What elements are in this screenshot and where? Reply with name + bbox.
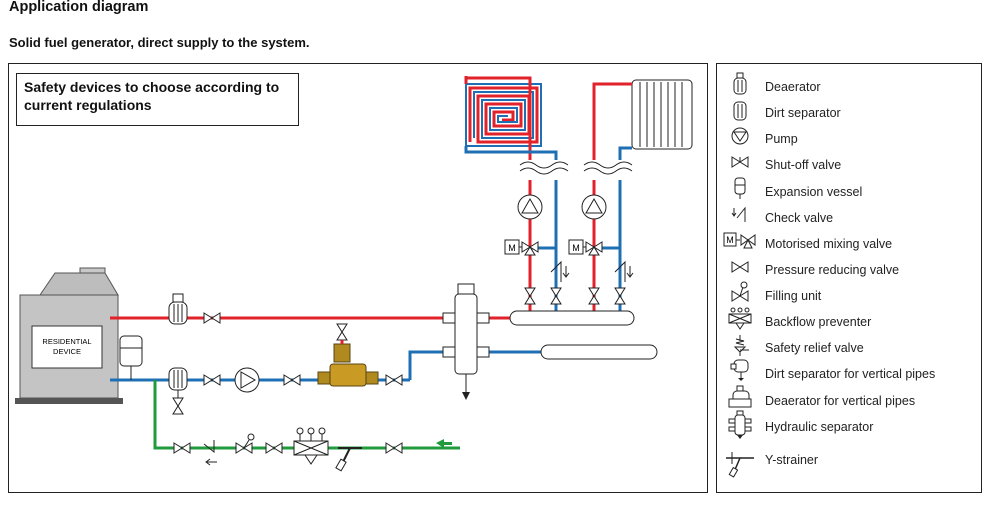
hydraulic-separator-icon: [728, 410, 752, 439]
check-valve-icon: [550, 260, 634, 282]
legend-label: Safety relief valve: [765, 341, 864, 355]
legend-label: Motorised mixing valve: [765, 237, 893, 251]
motor-label: M: [508, 243, 516, 253]
legend-label: Pump: [765, 132, 798, 146]
y-strainer-icon: [726, 452, 754, 478]
legend-label: Shut-off valve: [765, 158, 842, 172]
legend-frame: [716, 63, 982, 493]
deaerator-vertical-icon: [728, 385, 752, 408]
check-valve-icon: [203, 440, 217, 466]
manifolds: [509, 310, 658, 360]
backflow-preventer-icon: [728, 307, 752, 330]
legend-label: Dirt separator: [765, 106, 841, 120]
legend-label: Backflow preventer: [765, 315, 872, 329]
shut-off-valve-icon: [265, 442, 283, 454]
schematic-diagram: RESIDENTIAL DEVICE: [15, 76, 693, 472]
y-strainer-icon: [335, 447, 362, 472]
motor-label: M: [572, 243, 580, 253]
dirt-separator-icon: [733, 101, 747, 121]
check-valve-icon: [731, 206, 746, 222]
flow-arrow-icon: [436, 439, 452, 448]
motorised-mixing-valve-icon: M: [568, 239, 603, 256]
pressure-reducing-valve-icon: [235, 433, 255, 454]
dirt-separator-icon: [168, 367, 188, 391]
page-title: Application diagram: [9, 0, 149, 15]
legend-label: Check valve: [765, 211, 834, 225]
backflow-preventer-icon: [293, 427, 329, 465]
expansion-vessel-icon: [734, 177, 746, 199]
legend-label: Deaerator: [765, 80, 821, 94]
deaerator-icon: [168, 293, 188, 325]
pump-icon: [517, 194, 543, 220]
legend-label: Deaerator for vertical pipes: [765, 394, 916, 408]
legend-label: Expansion vessel: [765, 185, 863, 199]
expansion-vessel-icon: [119, 335, 143, 380]
motorised-mixing-valve-icon: M: [723, 232, 756, 249]
legend-label: Y-strainer: [765, 453, 819, 467]
motorised-mixing-valve-icon: M: [504, 239, 539, 256]
pump-icon: [731, 127, 749, 145]
fill-line: [153, 380, 460, 450]
hydraulic-separator: [442, 283, 490, 400]
page-subtitle: Solid fuel generator, direct supply to t…: [9, 35, 310, 50]
residential-device: RESIDENTIAL DEVICE: [15, 267, 123, 404]
deaerator-icon: [733, 72, 747, 95]
safety-devices-note: Safety devices to choose according to cu…: [16, 73, 299, 126]
shut-off-valve-icon: [731, 156, 749, 168]
pipe-break-symbols: [519, 161, 633, 175]
anti-condensation-valve: [317, 340, 379, 387]
svg-text:M: M: [726, 235, 734, 245]
pump-icon: [234, 367, 260, 393]
pressure-reducing-valve-icon: [731, 261, 749, 273]
generator-label: RESIDENTIAL: [42, 337, 91, 346]
dirt-separator-vertical-icon: [730, 359, 749, 381]
legend-label: Filling unit: [765, 289, 822, 303]
safety-relief-valve-icon: [733, 335, 749, 356]
filling-unit-icon: [731, 281, 749, 302]
pump-icon: [581, 194, 607, 220]
svg-text:DEVICE: DEVICE: [53, 347, 81, 356]
legend-label: Hydraulic separator: [765, 420, 874, 434]
legend-label: Pressure reducing valve: [765, 263, 900, 277]
diagram-frame: [8, 63, 708, 493]
legend-label: Dirt separator for vertical pipes: [765, 367, 936, 381]
radiator: [631, 79, 693, 150]
